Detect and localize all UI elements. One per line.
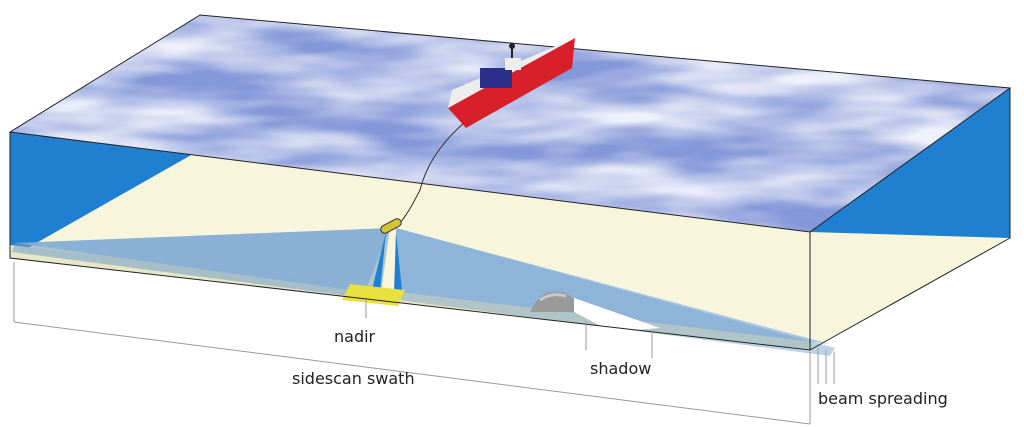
shadow-bracket bbox=[585, 322, 653, 358]
sidescan-swath-label: sidescan swath bbox=[292, 369, 415, 388]
beam-spreading-ticks bbox=[817, 348, 835, 384]
water-left-side bbox=[10, 132, 200, 258]
nadir-patch bbox=[342, 284, 405, 306]
nadir-label: nadir bbox=[334, 327, 376, 346]
sonar-swath bbox=[12, 228, 835, 356]
box-right-edge bbox=[809, 88, 1011, 351]
box-left-edge bbox=[9, 132, 811, 351]
ship-icon bbox=[448, 38, 575, 128]
acoustic-shadow bbox=[574, 298, 660, 332]
rock-icon bbox=[530, 291, 582, 312]
towfish-icon bbox=[380, 218, 402, 234]
beam-spreading-label: beam spreading bbox=[818, 389, 948, 408]
tow-cable bbox=[394, 117, 471, 229]
shadow-label: shadow bbox=[590, 359, 651, 378]
sidescan-swath-bracket bbox=[13, 262, 811, 425]
water-right-side bbox=[810, 88, 1010, 238]
